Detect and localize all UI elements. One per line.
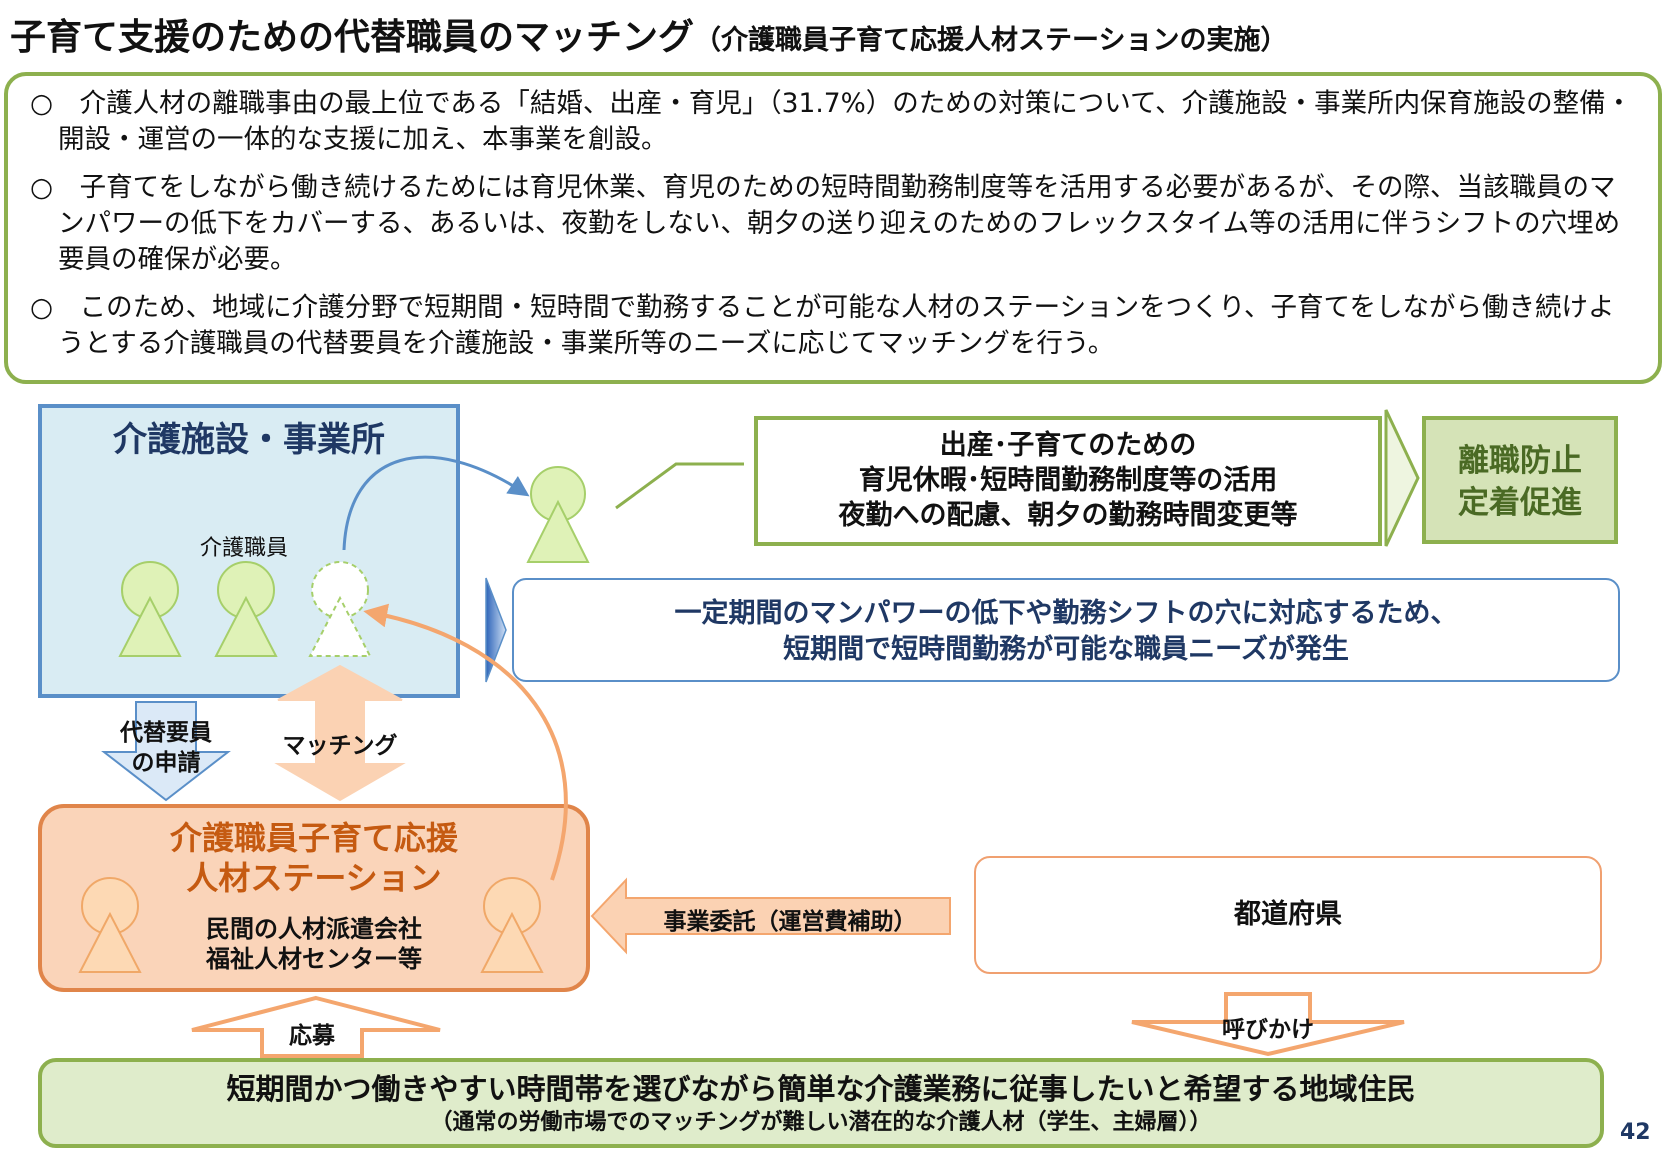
vacant-staff-person-icon [308, 561, 372, 657]
station-sub-line-2: 福祉人材センター等 [206, 945, 422, 973]
leave-line-3: 夜勤への配慮、朝夕の勤務時間変更等 [838, 500, 1298, 531]
matching-double-arrow [274, 664, 406, 802]
commission-left-arrow [590, 877, 951, 955]
curved-leave-arrow [342, 455, 530, 551]
call-label: 呼びかけ [1222, 1017, 1314, 1043]
station-sub-line-1: 民間の人材派遣会社 [206, 915, 422, 943]
outcome-line-2: 定着促進 [1458, 485, 1582, 521]
request-label: 代替要員 の申請 [104, 718, 228, 778]
station-title-line-2: 人材ステーション [186, 859, 442, 897]
page-number: 42 [1620, 1120, 1651, 1145]
residents-sub: （通常の労働市場でのマッチングが難しい潜在的な介護人材（学生、主婦層）） [430, 1110, 1212, 1135]
page-title-sub: （介護職員子育て応援人材ステーションの実施） [694, 25, 1288, 56]
leave-connector-line [615, 462, 744, 510]
residents-main: 短期間かつ働きやすい時間帯を選びながら簡単な介護業務に従事したいと希望する地域住… [226, 1072, 1416, 1106]
station-person-icon [480, 877, 544, 973]
request-label-line-2: の申請 [131, 750, 201, 776]
prefecture-box: 都道府県 [974, 856, 1602, 974]
green-chevron-arrow [1384, 409, 1420, 547]
matching-label: マッチング [282, 733, 398, 759]
retention-outcome-box: 離職防止 定着促進 [1422, 416, 1618, 544]
staff-person-icon [214, 561, 278, 657]
call-down-arrow [1131, 992, 1405, 1057]
blue-triangle-arrow [485, 577, 507, 683]
station-subtitle: 民間の人材派遣会社 福祉人材センター等 [38, 914, 590, 974]
need-line-2: 短期間で短時間勤務が可能な職員ニーズが発生 [783, 634, 1349, 665]
staff-person-icon [118, 561, 182, 657]
request-label-line-1: 代替要員 [120, 720, 212, 746]
request-down-arrow [101, 701, 231, 802]
leave-support-box: 出産･子育てのための 育児休暇･短時間勤務制度等の活用 夜勤への配慮、朝夕の勤務… [754, 416, 1382, 546]
page-title-main: 子育て支援のための代替職員のマッチング [10, 17, 695, 58]
leave-line-1: 出産･子育てのための [939, 430, 1197, 461]
leave-person-icon [526, 466, 590, 563]
station-person-icon [78, 877, 142, 973]
commission-label: 事業委託（運営費補助） [663, 909, 917, 935]
need-line-1: 一定期間のマンパワーの低下や勤務シフトの穴に対応するため、 [674, 598, 1458, 629]
outcome-line-1: 離職防止 [1458, 443, 1582, 479]
local-residents-box: 短期間かつ働きやすい時間帯を選びながら簡単な介護業務に従事したいと希望する地域住… [38, 1058, 1604, 1148]
intro-bullet-2: ○ 子育てをしながら働き続けるためには育児休業、育児のための短時間勤務制度等を活… [30, 172, 1621, 275]
page-title: 子育て支援のための代替職員のマッチング（介護職員子育て応援人材ステーションの実施… [10, 6, 1287, 76]
apply-label: 応募 [289, 1023, 335, 1049]
curved-dispatch-arrow [363, 603, 568, 881]
facility-title: 介護施設・事業所 [113, 420, 385, 460]
intro-bullet-1: ○ 介護人材の離職事由の最上位である「結婚、出産・育児」（31.7%）のための対… [30, 88, 1633, 155]
intro-bullet-3: ○ このため、地域に介護分野で短期間・短時間で勤務することが可能な人材のステーシ… [30, 292, 1615, 359]
intro-box: ○ 介護人材の離職事由の最上位である「結婚、出産・育児」（31.7%）のための対… [4, 72, 1662, 384]
staff-need-box: 一定期間のマンパワーの低下や勤務シフトの穴に対応するため、 短期間で短時間勤務が… [512, 578, 1620, 682]
apply-up-arrow [191, 995, 441, 1058]
station-title: 介護職員子育て応援 人材ステーション [38, 818, 590, 898]
station-title-line-1: 介護職員子育て応援 [169, 819, 458, 857]
leave-line-2: 育児休暇･短時間勤務制度等の活用 [858, 465, 1278, 496]
staff-label: 介護職員 [200, 536, 289, 561]
